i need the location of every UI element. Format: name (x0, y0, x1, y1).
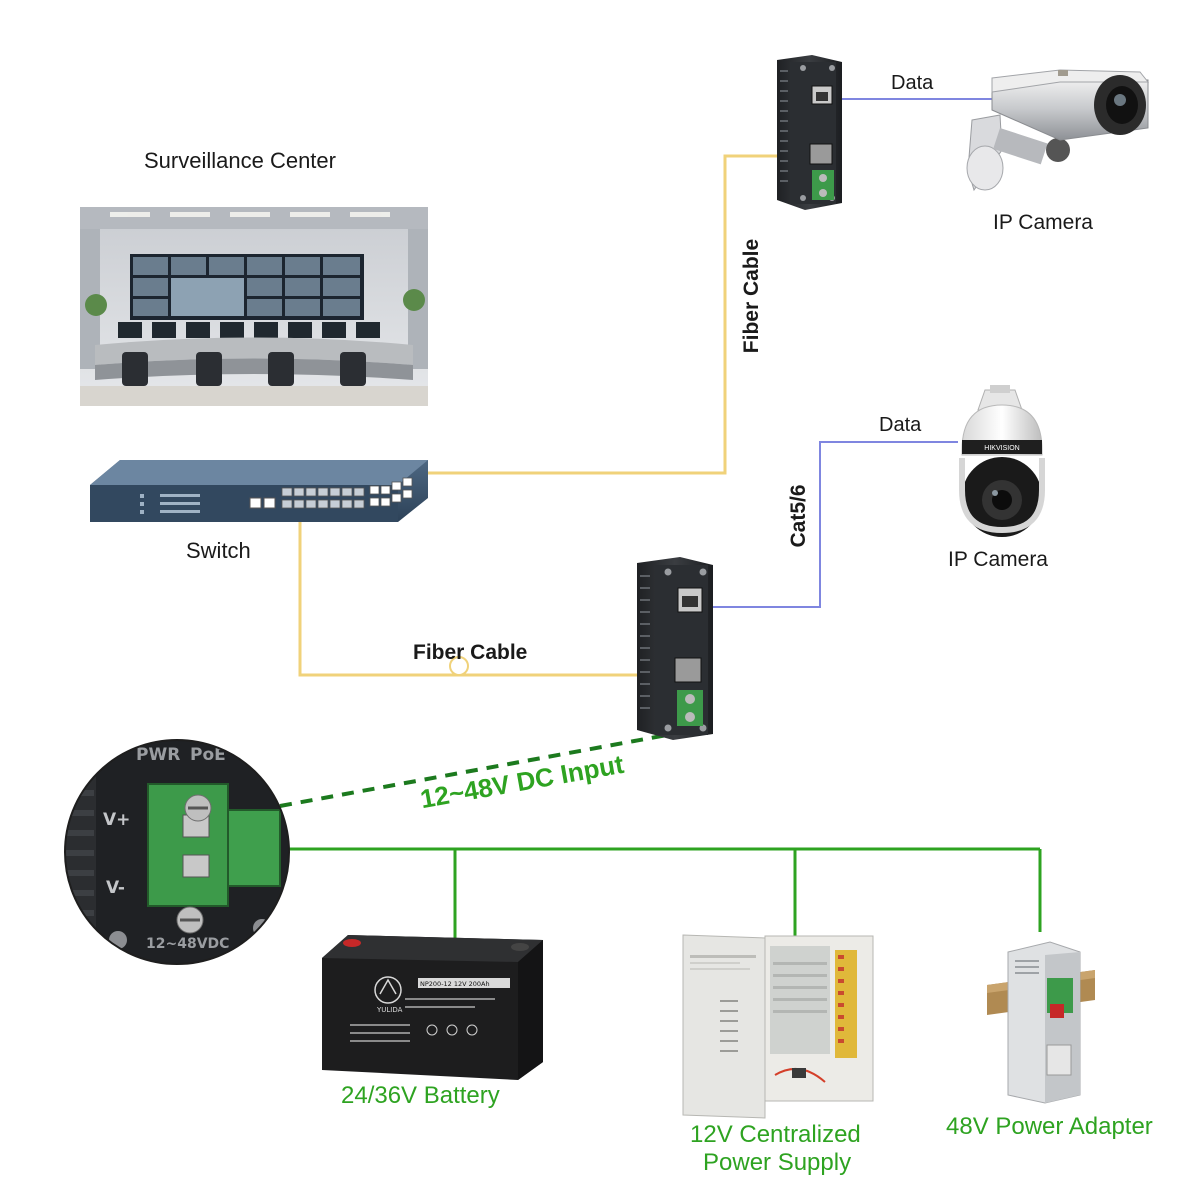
adapter-label: 48V Power Adapter (946, 1113, 1153, 1140)
dc-input-dashed-line (279, 733, 668, 808)
switch-label: Switch (186, 538, 251, 563)
terminal-block-zoom: PWR PoE V+ V- 12~48VDC (64, 739, 290, 965)
fiber-cable-label-bottom: Fiber Cable (413, 641, 528, 664)
battery-device: YULIDA NP200-12 12V 200Ah (322, 935, 543, 1080)
terminal-vplus-text: V+ (103, 810, 130, 830)
switch-device (90, 460, 428, 522)
power-bus (268, 847, 1042, 940)
battery-brand-text: YULIDA (376, 1006, 403, 1014)
fiber-cable-label-top: Fiber Cable (740, 238, 763, 354)
bullet-ip-camera (966, 69, 1150, 192)
terminal-poe-text: PoE (190, 745, 226, 765)
media-converter-top (777, 55, 842, 210)
surveillance-center-image (80, 207, 428, 406)
centralized-power-supply (682, 934, 874, 1119)
cat-cable (703, 441, 958, 608)
ip-camera-label-bottom: IP Camera (948, 548, 1048, 571)
surveillance-center-label: Surveillance Center (144, 148, 336, 173)
data-label-bottom: Data (879, 414, 922, 436)
ip-camera-label-top: IP Camera (993, 211, 1093, 234)
battery-label: 24/36V Battery (341, 1082, 500, 1109)
data-label-top: Data (891, 72, 934, 94)
centralized-supply-label-line1: 12V Centralized (690, 1121, 861, 1148)
dome-brand-text: HIKVISION (984, 445, 1019, 452)
terminal-vminus-text: V- (106, 878, 125, 898)
dome-ip-camera: HIKVISION (959, 385, 1045, 537)
terminal-pwr-text: PWR (136, 745, 180, 765)
fiber-cable-top (428, 154, 804, 475)
centralized-supply-label-line2: Power Supply (703, 1149, 852, 1176)
fiber-cable-bottom (298, 508, 663, 677)
din-power-adapter (987, 941, 1095, 1104)
battery-model-text: NP200-12 12V 200Ah (420, 980, 490, 988)
cat-cable-label: Cat5/6 (787, 484, 810, 548)
terminal-range-text: 12~48VDC (146, 936, 229, 952)
media-converter-bottom (637, 557, 713, 740)
